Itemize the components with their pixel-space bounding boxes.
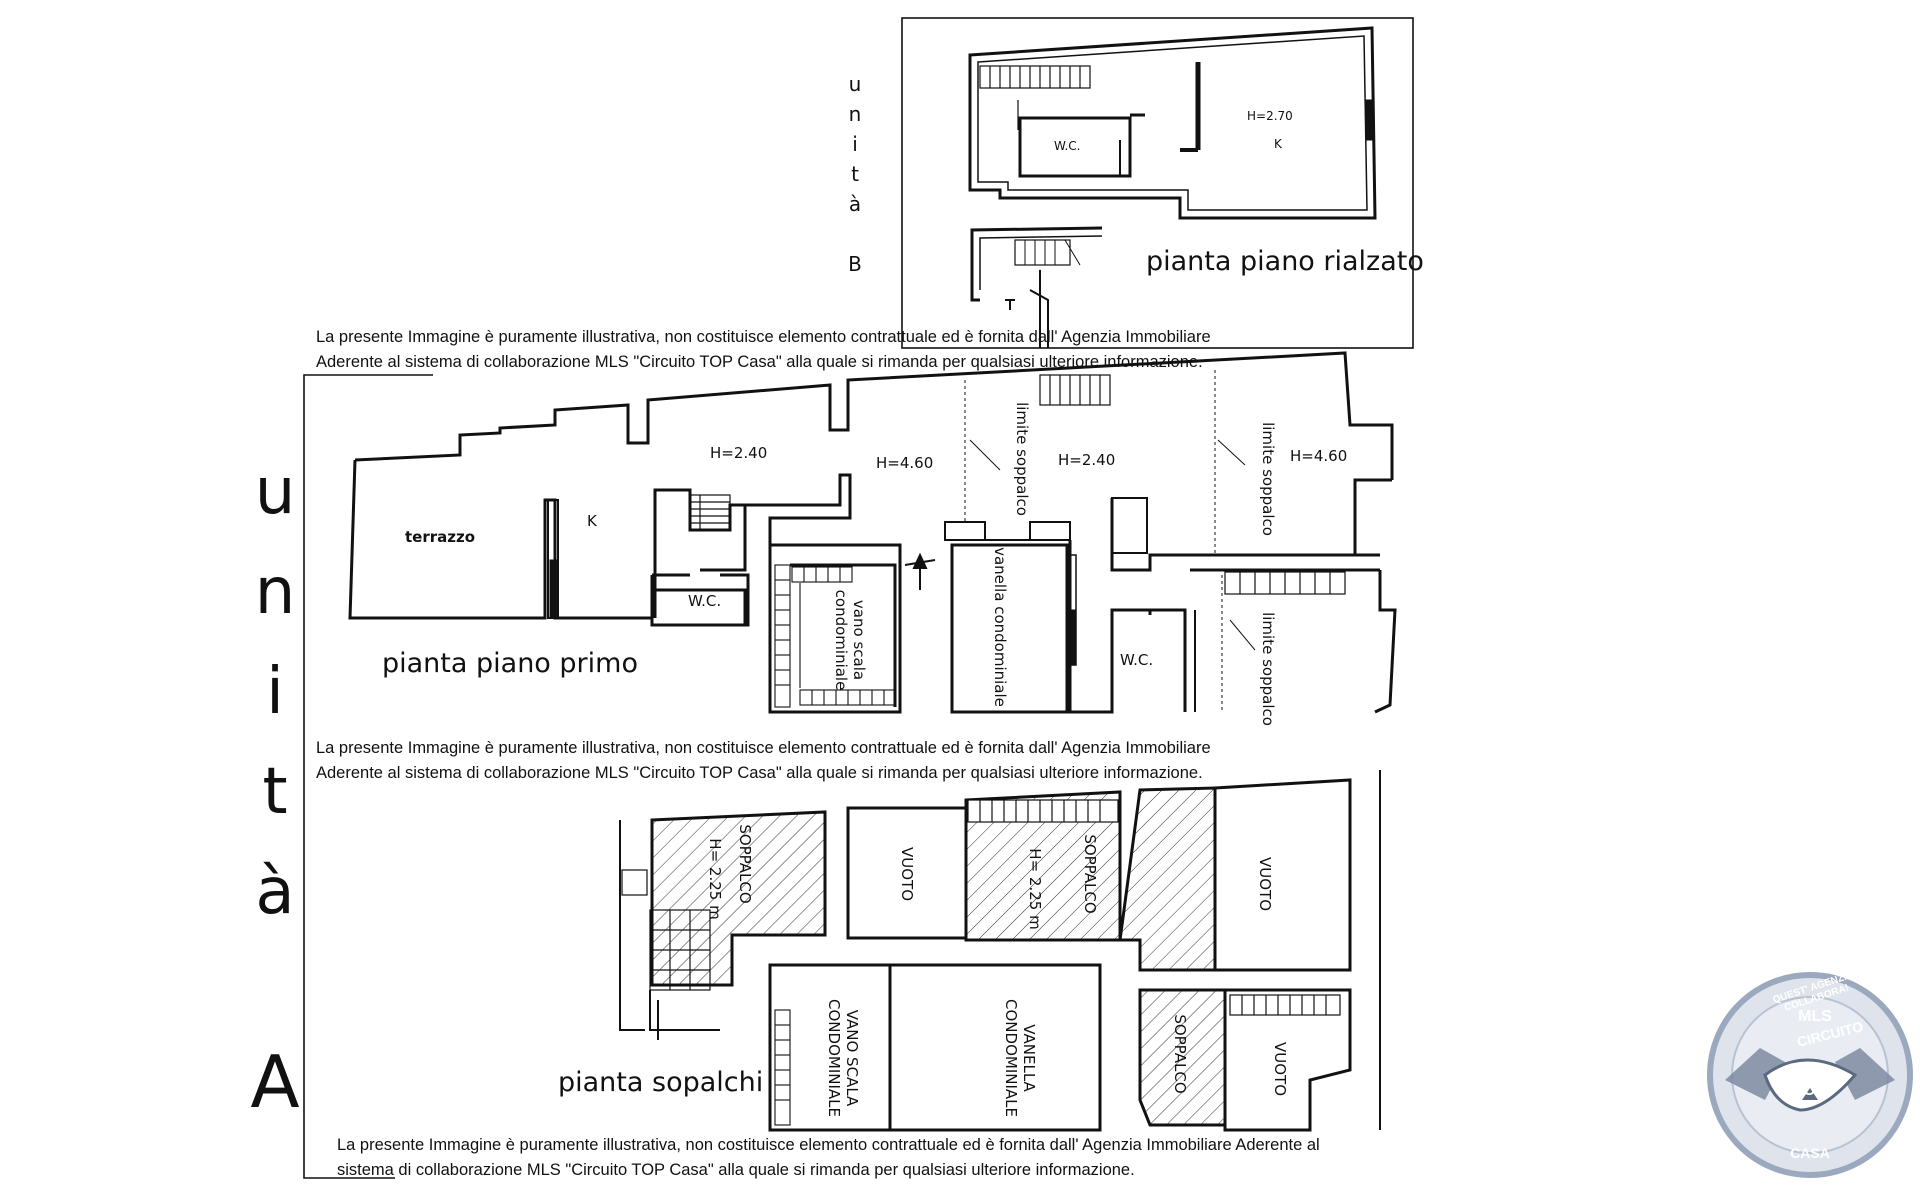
loft-label: SOPPALCO bbox=[1081, 834, 1099, 914]
room-wc-label: W.C. bbox=[1120, 651, 1154, 669]
stairwell-label: VANO SCALA CONDOMINIALE bbox=[825, 999, 861, 1117]
loft-label: SOPPALCO bbox=[1171, 1014, 1189, 1094]
plan-title-raised-floor: pianta piano rialzato bbox=[1146, 246, 1424, 277]
loft-label: SOPPALCO bbox=[736, 824, 754, 904]
disclaimer-text: La presente Immagine è puramente illustr… bbox=[316, 739, 1211, 757]
loft-limit-label: limite soppalco bbox=[1259, 612, 1277, 726]
unit-a-letter: t bbox=[262, 755, 288, 829]
unit-a-letter: i bbox=[266, 655, 284, 729]
room-height-label: H=2.40 bbox=[1058, 451, 1116, 469]
unit-b-letter: t bbox=[851, 162, 859, 186]
room-terrace-label: terrazzo bbox=[405, 528, 476, 546]
unit-a-letter: à bbox=[255, 855, 295, 929]
badge-mls-text: MLS bbox=[1798, 1008, 1832, 1025]
loft-height-label: H= 2.25 m bbox=[706, 838, 724, 920]
disclaimer-text: Aderente al sistema di collaborazione ML… bbox=[316, 353, 1203, 371]
plan-title-first-floor: pianta piano primo bbox=[382, 648, 638, 679]
unit-b-letter: u bbox=[848, 72, 862, 96]
disclaimer-text: La presente Immagine è puramente illustr… bbox=[316, 328, 1211, 346]
void-label: VUOTO bbox=[1256, 856, 1274, 912]
unit-a-letter: A bbox=[250, 1040, 300, 1124]
loft-limit-label: limite soppalco bbox=[1013, 402, 1031, 516]
unit-b-letter: B bbox=[848, 252, 862, 276]
unit-b-frame bbox=[901, 17, 1414, 349]
unit-a-letter: u bbox=[254, 455, 296, 529]
unit-b-plan bbox=[968, 26, 1377, 348]
void-label: VUOTO bbox=[1271, 1041, 1289, 1097]
loft-floor-plan bbox=[619, 770, 1381, 1132]
room-height-label: H=4.60 bbox=[876, 454, 934, 472]
room-wc-label: W.C. bbox=[688, 592, 722, 610]
shaft-label: VANELLA CONDOMINIALE bbox=[1002, 999, 1038, 1117]
unit-b-letter: i bbox=[852, 132, 858, 156]
badge-casa-text: CASA bbox=[1790, 1145, 1830, 1161]
mls-circuito-top-casa-badge: QUEST' AGENZIA COLLABORA! MLS CIRCUITO T… bbox=[1705, 970, 1915, 1180]
unit-a-letter: n bbox=[254, 555, 296, 629]
unit-b-letter: à bbox=[848, 192, 862, 216]
room-height-label: H=2.70 bbox=[1247, 109, 1293, 123]
first-floor-plan bbox=[348, 351, 1397, 714]
void-label: VUOTO bbox=[898, 846, 916, 902]
badge-emblem bbox=[1707, 972, 1913, 1178]
unit-a-bracket bbox=[303, 374, 433, 1179]
loft-height-label: H= 2.25 m bbox=[1026, 848, 1044, 930]
disclaimer-text: sistema di collaborazione MLS "Circuito … bbox=[337, 1161, 1135, 1179]
loft-limit-label: limite soppalco bbox=[1259, 422, 1277, 536]
room-kitchen-label: K bbox=[587, 512, 597, 530]
unit-b-letter: n bbox=[848, 102, 862, 126]
room-wc-label: W.C. bbox=[1054, 139, 1081, 153]
room-height-label: H=2.40 bbox=[710, 444, 768, 462]
shaft-label: vanella condominiale bbox=[991, 547, 1009, 707]
room-kitchen-label: K bbox=[1274, 137, 1282, 151]
room-height-label: H=4.60 bbox=[1290, 447, 1348, 465]
disclaimer-text: Aderente al sistema di collaborazione ML… bbox=[316, 764, 1203, 782]
disclaimer-text: La presente Immagine è puramente illustr… bbox=[337, 1136, 1320, 1154]
badge-top-text: TOP bbox=[1793, 1082, 1827, 1099]
stairwell-label: vano scala condominiale bbox=[832, 589, 868, 691]
plan-title-lofts: pianta sopalchi bbox=[558, 1067, 764, 1098]
